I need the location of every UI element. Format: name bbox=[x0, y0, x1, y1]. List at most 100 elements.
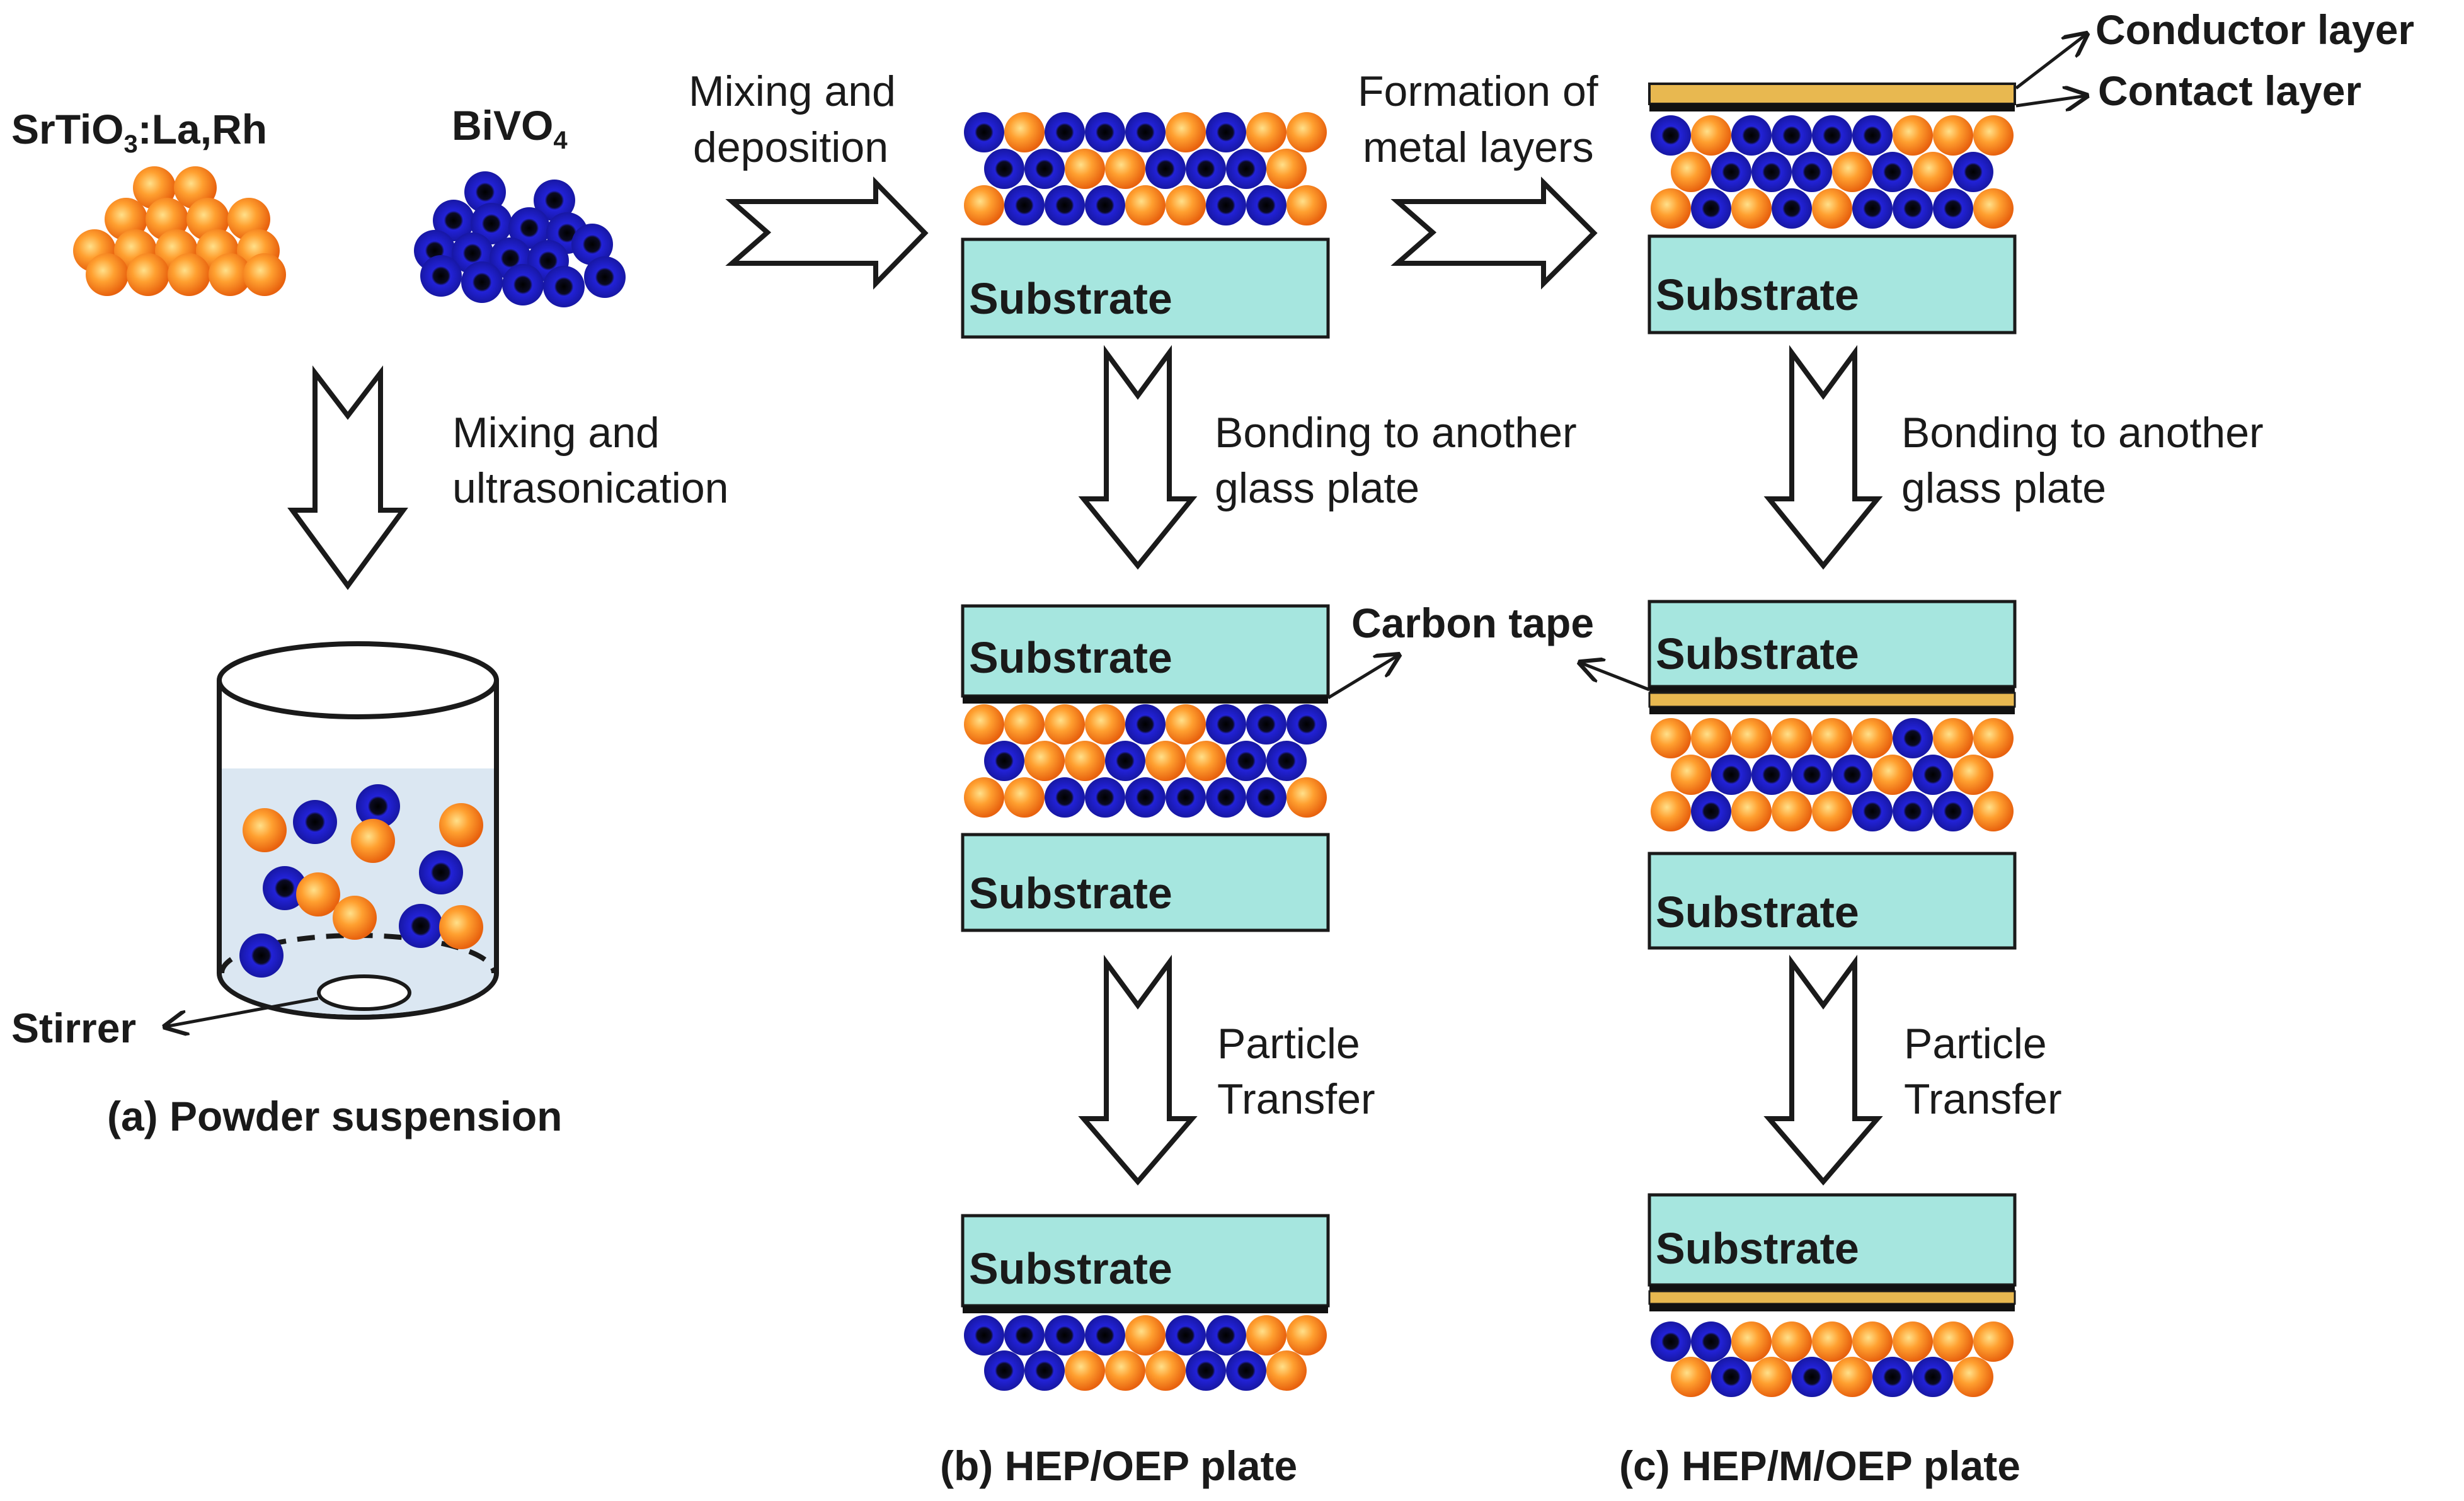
oep-particle bbox=[1913, 755, 1953, 795]
hep-particle bbox=[1286, 777, 1327, 818]
hep-particle bbox=[1872, 755, 1913, 795]
hep-particle bbox=[1933, 1321, 1973, 1362]
carbon-tape-c bbox=[1649, 687, 2015, 693]
oep-particle bbox=[1772, 188, 1812, 229]
stirrer-bar bbox=[317, 974, 411, 1011]
oep-particle bbox=[1024, 149, 1065, 189]
hep-particle bbox=[1186, 741, 1226, 781]
oep-particle bbox=[571, 224, 613, 265]
hep-particle bbox=[127, 253, 169, 296]
conductor-layer-label: Conductor layer bbox=[2095, 6, 2414, 53]
particle-layer-b3 bbox=[964, 1315, 1327, 1391]
oep-particle bbox=[420, 255, 462, 297]
oep-particle bbox=[399, 904, 443, 948]
hep-particle bbox=[1286, 1315, 1327, 1355]
oep-particle bbox=[1186, 149, 1226, 189]
hep-particle bbox=[1812, 1321, 1852, 1362]
oep-particle bbox=[356, 784, 400, 828]
hep-particle bbox=[1671, 755, 1711, 795]
particle-layer-b2 bbox=[964, 704, 1327, 818]
oep-particle bbox=[464, 171, 506, 213]
oep-particle bbox=[1045, 112, 1085, 152]
oep-particle bbox=[1913, 1357, 1953, 1397]
oep-particle bbox=[584, 256, 626, 298]
contact-pointer-arrow bbox=[2015, 96, 2087, 106]
oep-particle bbox=[293, 800, 337, 844]
oep-particle bbox=[1792, 1357, 1832, 1397]
oep-particle bbox=[1691, 791, 1731, 831]
substrate-c-upper bbox=[1647, 600, 2017, 688]
oep-particle bbox=[1004, 1315, 1045, 1355]
beaker bbox=[217, 641, 499, 1020]
oep-particle bbox=[1872, 152, 1913, 192]
hep-particle bbox=[1166, 112, 1206, 152]
down-arrow-suspension bbox=[287, 365, 408, 590]
oep-particle bbox=[1085, 185, 1125, 225]
oep-particle bbox=[984, 1350, 1024, 1391]
hep-particle bbox=[1772, 791, 1812, 831]
hep-particle bbox=[351, 819, 395, 863]
hep-particle bbox=[1772, 718, 1812, 758]
caption-b: (b) HEP/OEP plate bbox=[940, 1442, 1297, 1489]
hep-particle bbox=[1125, 1315, 1166, 1355]
caption-a: (a) Powder suspension bbox=[107, 1093, 562, 1139]
hep-particle bbox=[1973, 718, 2014, 758]
oep-particle bbox=[1085, 777, 1125, 818]
beaker-liquid bbox=[222, 768, 494, 1015]
contact-layer-c-final bbox=[1649, 1304, 2015, 1311]
particle-layer-c2 bbox=[1651, 718, 2014, 831]
oep-particle bbox=[1711, 152, 1751, 192]
hep-particle bbox=[1812, 188, 1852, 229]
hep-particle bbox=[1671, 1357, 1711, 1397]
oep-particle bbox=[502, 264, 544, 305]
hep-particle bbox=[243, 808, 287, 852]
hep-particle bbox=[1731, 188, 1772, 229]
hep-particle bbox=[964, 704, 1004, 745]
oep-particle bbox=[1852, 791, 1893, 831]
particle-layer-c1 bbox=[1651, 115, 2014, 229]
oep-particle bbox=[1045, 185, 1085, 225]
hep-particle bbox=[1671, 152, 1711, 192]
substrate-c-top bbox=[1647, 234, 2017, 334]
hep-particle bbox=[1751, 1357, 1792, 1397]
conductor-pointer-arrow bbox=[2015, 34, 2087, 89]
step-text-transfer-c-2: Transfer bbox=[1904, 1075, 2062, 1123]
oep-particle bbox=[1872, 1357, 1913, 1397]
hep-particle bbox=[1973, 115, 2014, 156]
step-text-mixing-deposition-1: Mixing and bbox=[689, 67, 896, 115]
hep-particle bbox=[1065, 1350, 1105, 1391]
hep-particle bbox=[1953, 1357, 1993, 1397]
hep-particle bbox=[1691, 115, 1731, 156]
suspended-particles bbox=[239, 784, 483, 978]
oep-particle bbox=[1085, 112, 1125, 152]
oep-particle bbox=[964, 112, 1004, 152]
hep-particle bbox=[1913, 152, 1953, 192]
carbon-tape-label: Carbon tape bbox=[1351, 600, 1594, 646]
hep-particle bbox=[296, 872, 340, 916]
step-text-transfer-b-2: Transfer bbox=[1217, 1075, 1375, 1123]
substrate-b-final bbox=[961, 1214, 1330, 1308]
hep-particle bbox=[1832, 1357, 1872, 1397]
oep-particle bbox=[1004, 185, 1045, 225]
hep-particle bbox=[1772, 1321, 1812, 1362]
substrate-label-b3: Substrate bbox=[969, 869, 1172, 918]
oep-particle bbox=[263, 866, 307, 910]
hep-particle bbox=[1651, 718, 1691, 758]
substrate-label-b4: Substrate bbox=[969, 1244, 1172, 1293]
carbon-tape-c-final bbox=[1649, 1285, 2015, 1291]
oep-particle bbox=[1772, 115, 1812, 156]
oep-particle bbox=[1226, 741, 1266, 781]
oep-particle bbox=[1045, 777, 1085, 818]
hep-particle bbox=[1266, 1350, 1307, 1391]
oep-particle bbox=[1711, 755, 1751, 795]
hep-particle bbox=[1125, 185, 1166, 225]
substrate-label-c1: Substrate bbox=[1656, 270, 1859, 319]
substrate-label-b2: Substrate bbox=[969, 633, 1172, 682]
contact-layer-c bbox=[1649, 104, 2015, 111]
hep-particle bbox=[1731, 718, 1772, 758]
hep-particle bbox=[964, 777, 1004, 818]
stirrer-pointer-arrow bbox=[165, 996, 319, 1027]
oep-particle bbox=[1085, 1315, 1125, 1355]
oep-particle bbox=[1226, 149, 1266, 189]
